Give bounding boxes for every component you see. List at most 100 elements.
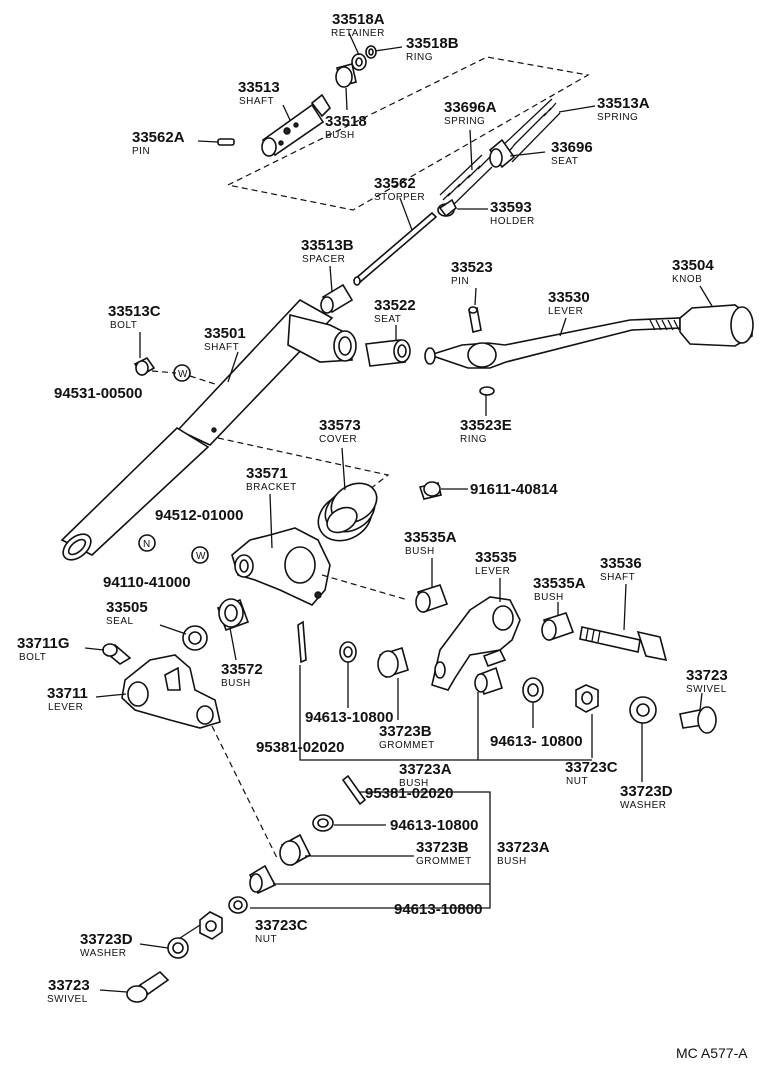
part-name: RETAINER (331, 28, 385, 39)
part-94512-washer: W (191, 546, 209, 564)
part-name: SHAFT (600, 572, 635, 583)
part-name: NUT (566, 776, 588, 787)
part-number: 33513A (597, 95, 650, 112)
part-33523-pin (468, 306, 482, 333)
label-33523e: 33523E RING (460, 417, 512, 445)
part-number: 33518 (325, 113, 367, 130)
part-number: 33696A (444, 99, 497, 116)
label-94613-b: 94613- 10800 (490, 733, 583, 750)
part-number: 33723A (497, 839, 550, 856)
part-name: SHAFT (204, 342, 239, 353)
part-33530-lever (424, 317, 681, 369)
part-name: SHAFT (239, 96, 274, 107)
part-number: 94512-01000 (155, 507, 243, 524)
part-33562a-pin (217, 138, 235, 146)
part-name: SWIVEL (47, 994, 88, 1005)
label-33513c: 33513C BOLT (108, 303, 161, 331)
part-name: PIN (451, 276, 469, 287)
part-33711-lever (121, 654, 221, 729)
part-33696-seat (488, 138, 516, 169)
part-95381-cotter-a (297, 620, 307, 664)
part-number: 33723D (620, 783, 673, 800)
label-33696a: 33696A SPRING (444, 99, 497, 127)
part-number: 33535A (404, 529, 457, 546)
part-name: BUSH (221, 678, 251, 689)
part-name: BOLT (19, 652, 46, 663)
part-33523e-ring (479, 386, 495, 396)
label-94613-d: 94613-10800 (394, 901, 482, 918)
part-name: WASHER (620, 800, 667, 811)
part-number: 33504 (672, 257, 714, 274)
part-33723a-bush-a (474, 666, 503, 696)
label-33723a-b: 33723A BUSH (497, 839, 550, 867)
part-33513a-spring (499, 98, 561, 163)
label-33530: 33530 LEVER (548, 289, 590, 317)
part-number: 33711G (17, 635, 70, 652)
leader-bracket-lower (250, 791, 491, 909)
part-33513-shaft (261, 93, 332, 157)
part-33723d-washer-b (167, 937, 189, 959)
part-number: 33723A (399, 761, 452, 778)
part-33723a-bush-b (248, 864, 277, 895)
part-number: 94613-10800 (394, 901, 482, 918)
part-33723-swivel-b (126, 970, 170, 1003)
label-33518a: 33518A RETAINER (331, 11, 385, 39)
part-name: RING (406, 52, 433, 63)
label-33518: 33518 BUSH (325, 113, 367, 141)
part-number: 94110-41000 (103, 574, 191, 591)
label-94512: 94512-01000 (155, 507, 243, 524)
part-number: 33501 (204, 325, 246, 342)
part-name: BUSH (405, 546, 435, 557)
label-33536: 33536 SHAFT (600, 555, 642, 583)
part-name: WASHER (80, 948, 127, 959)
part-33723b-grommet-a (377, 646, 409, 679)
label-94613-c: 94613-10800 (390, 817, 478, 834)
washer-marker-2: W (196, 551, 206, 562)
part-name: KNOB (672, 274, 702, 285)
leader-lever-axis (211, 725, 279, 861)
label-33522: 33522 SEAT (374, 297, 416, 325)
part-33513b-spacer (320, 283, 354, 314)
label-95381-a: 95381-02020 (256, 739, 344, 756)
part-name: LEVER (48, 702, 83, 713)
label-33535: 33535 LEVER (475, 549, 517, 577)
part-33696a-spring (439, 154, 493, 209)
part-number: 33518B (406, 35, 459, 52)
part-name: BUSH (325, 130, 355, 141)
label-33696: 33696 SEAT (551, 139, 593, 167)
part-95381-cotter-b (341, 774, 367, 806)
label-33723-b: 33723 SWIVEL (47, 977, 90, 1005)
label-33723-right: 33723 SWIVEL (686, 667, 728, 695)
part-name: LEVER (475, 566, 510, 577)
part-number: 33723B (416, 839, 469, 856)
part-number: 33513C (108, 303, 161, 320)
label-33504: 33504 KNOB (672, 257, 714, 285)
label-33571: 33571 BRACKET (246, 465, 296, 493)
part-name: HOLDER (490, 216, 535, 227)
label-33562: 33562 STOPPER (374, 175, 425, 203)
part-94110-nut: N (138, 534, 156, 552)
part-number: 95381-02020 (365, 785, 453, 802)
label-33535a-1: 33535A BUSH (404, 529, 457, 557)
part-94613-washer-a (339, 641, 357, 663)
label-33518b: 33518B RING (406, 35, 459, 63)
part-number: 94613-10800 (305, 709, 393, 726)
label-33572: 33572 BUSH (221, 661, 263, 689)
part-33522-seat (365, 339, 411, 367)
leader-bolt-axis (189, 375, 219, 386)
part-number: 94613-10800 (390, 817, 478, 834)
label-33593: 33593 HOLDER (490, 199, 535, 227)
part-name: SEAT (551, 156, 578, 167)
part-name: LEVER (548, 306, 583, 317)
label-94531: 94531-00500 (54, 385, 142, 402)
assembly-outline-upper (226, 56, 590, 211)
part-name: SEAL (106, 616, 134, 627)
label-33523: 33523 PIN (451, 259, 493, 287)
part-33513c-bolt (133, 356, 156, 377)
label-33535a-2: 33535A BUSH (533, 575, 586, 603)
part-name: PIN (132, 146, 150, 157)
part-33723d-washer-a (629, 696, 657, 724)
part-number: 94531-00500 (54, 385, 142, 402)
part-number: 33535 (475, 549, 517, 566)
